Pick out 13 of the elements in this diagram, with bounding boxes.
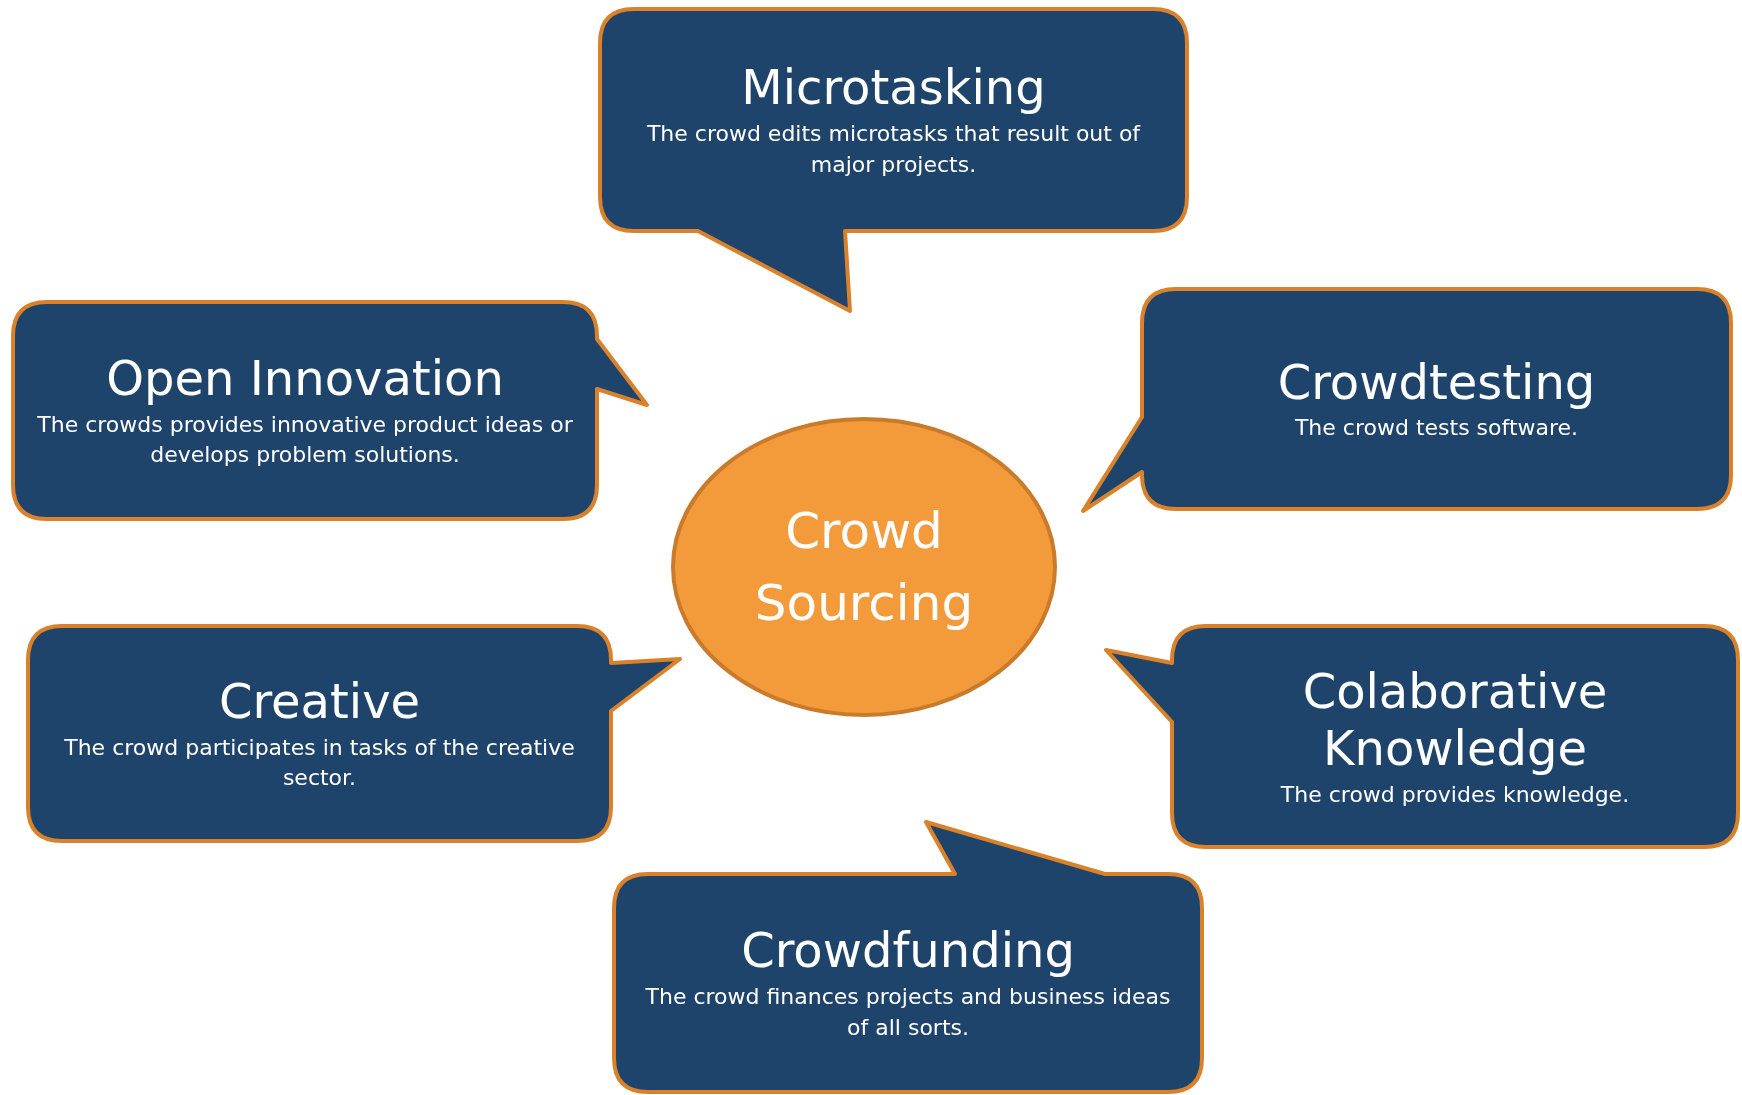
bubble-heading: Open Innovation (106, 349, 504, 408)
bubble-description: The crowd finances projects and business ideas of all sorts. (644, 983, 1172, 1042)
ellipse-label: Crowd Sourcing (753, 500, 975, 634)
bubble-heading: Microtasking (741, 59, 1046, 117)
bubble-description: The crowd tests software. (1294, 414, 1579, 443)
bubble-heading: Colaborative Knowledge (1301, 662, 1609, 778)
bubble-description: The crowd participates in tasks of the creative sector. (63, 733, 576, 793)
bubble-description: The crowd edits microtasks that result out of major projects. (645, 120, 1142, 179)
bubble-description: The crowd provides knowledge. (1280, 780, 1630, 809)
bubble-heading: Crowdtesting (1277, 353, 1596, 412)
bubble-heading: Crowdfunding (741, 922, 1075, 980)
bubble-description: The crowds provides innovative product ideas or develops problem solutions. (36, 410, 574, 470)
bubble-heading: Creative (218, 672, 421, 731)
